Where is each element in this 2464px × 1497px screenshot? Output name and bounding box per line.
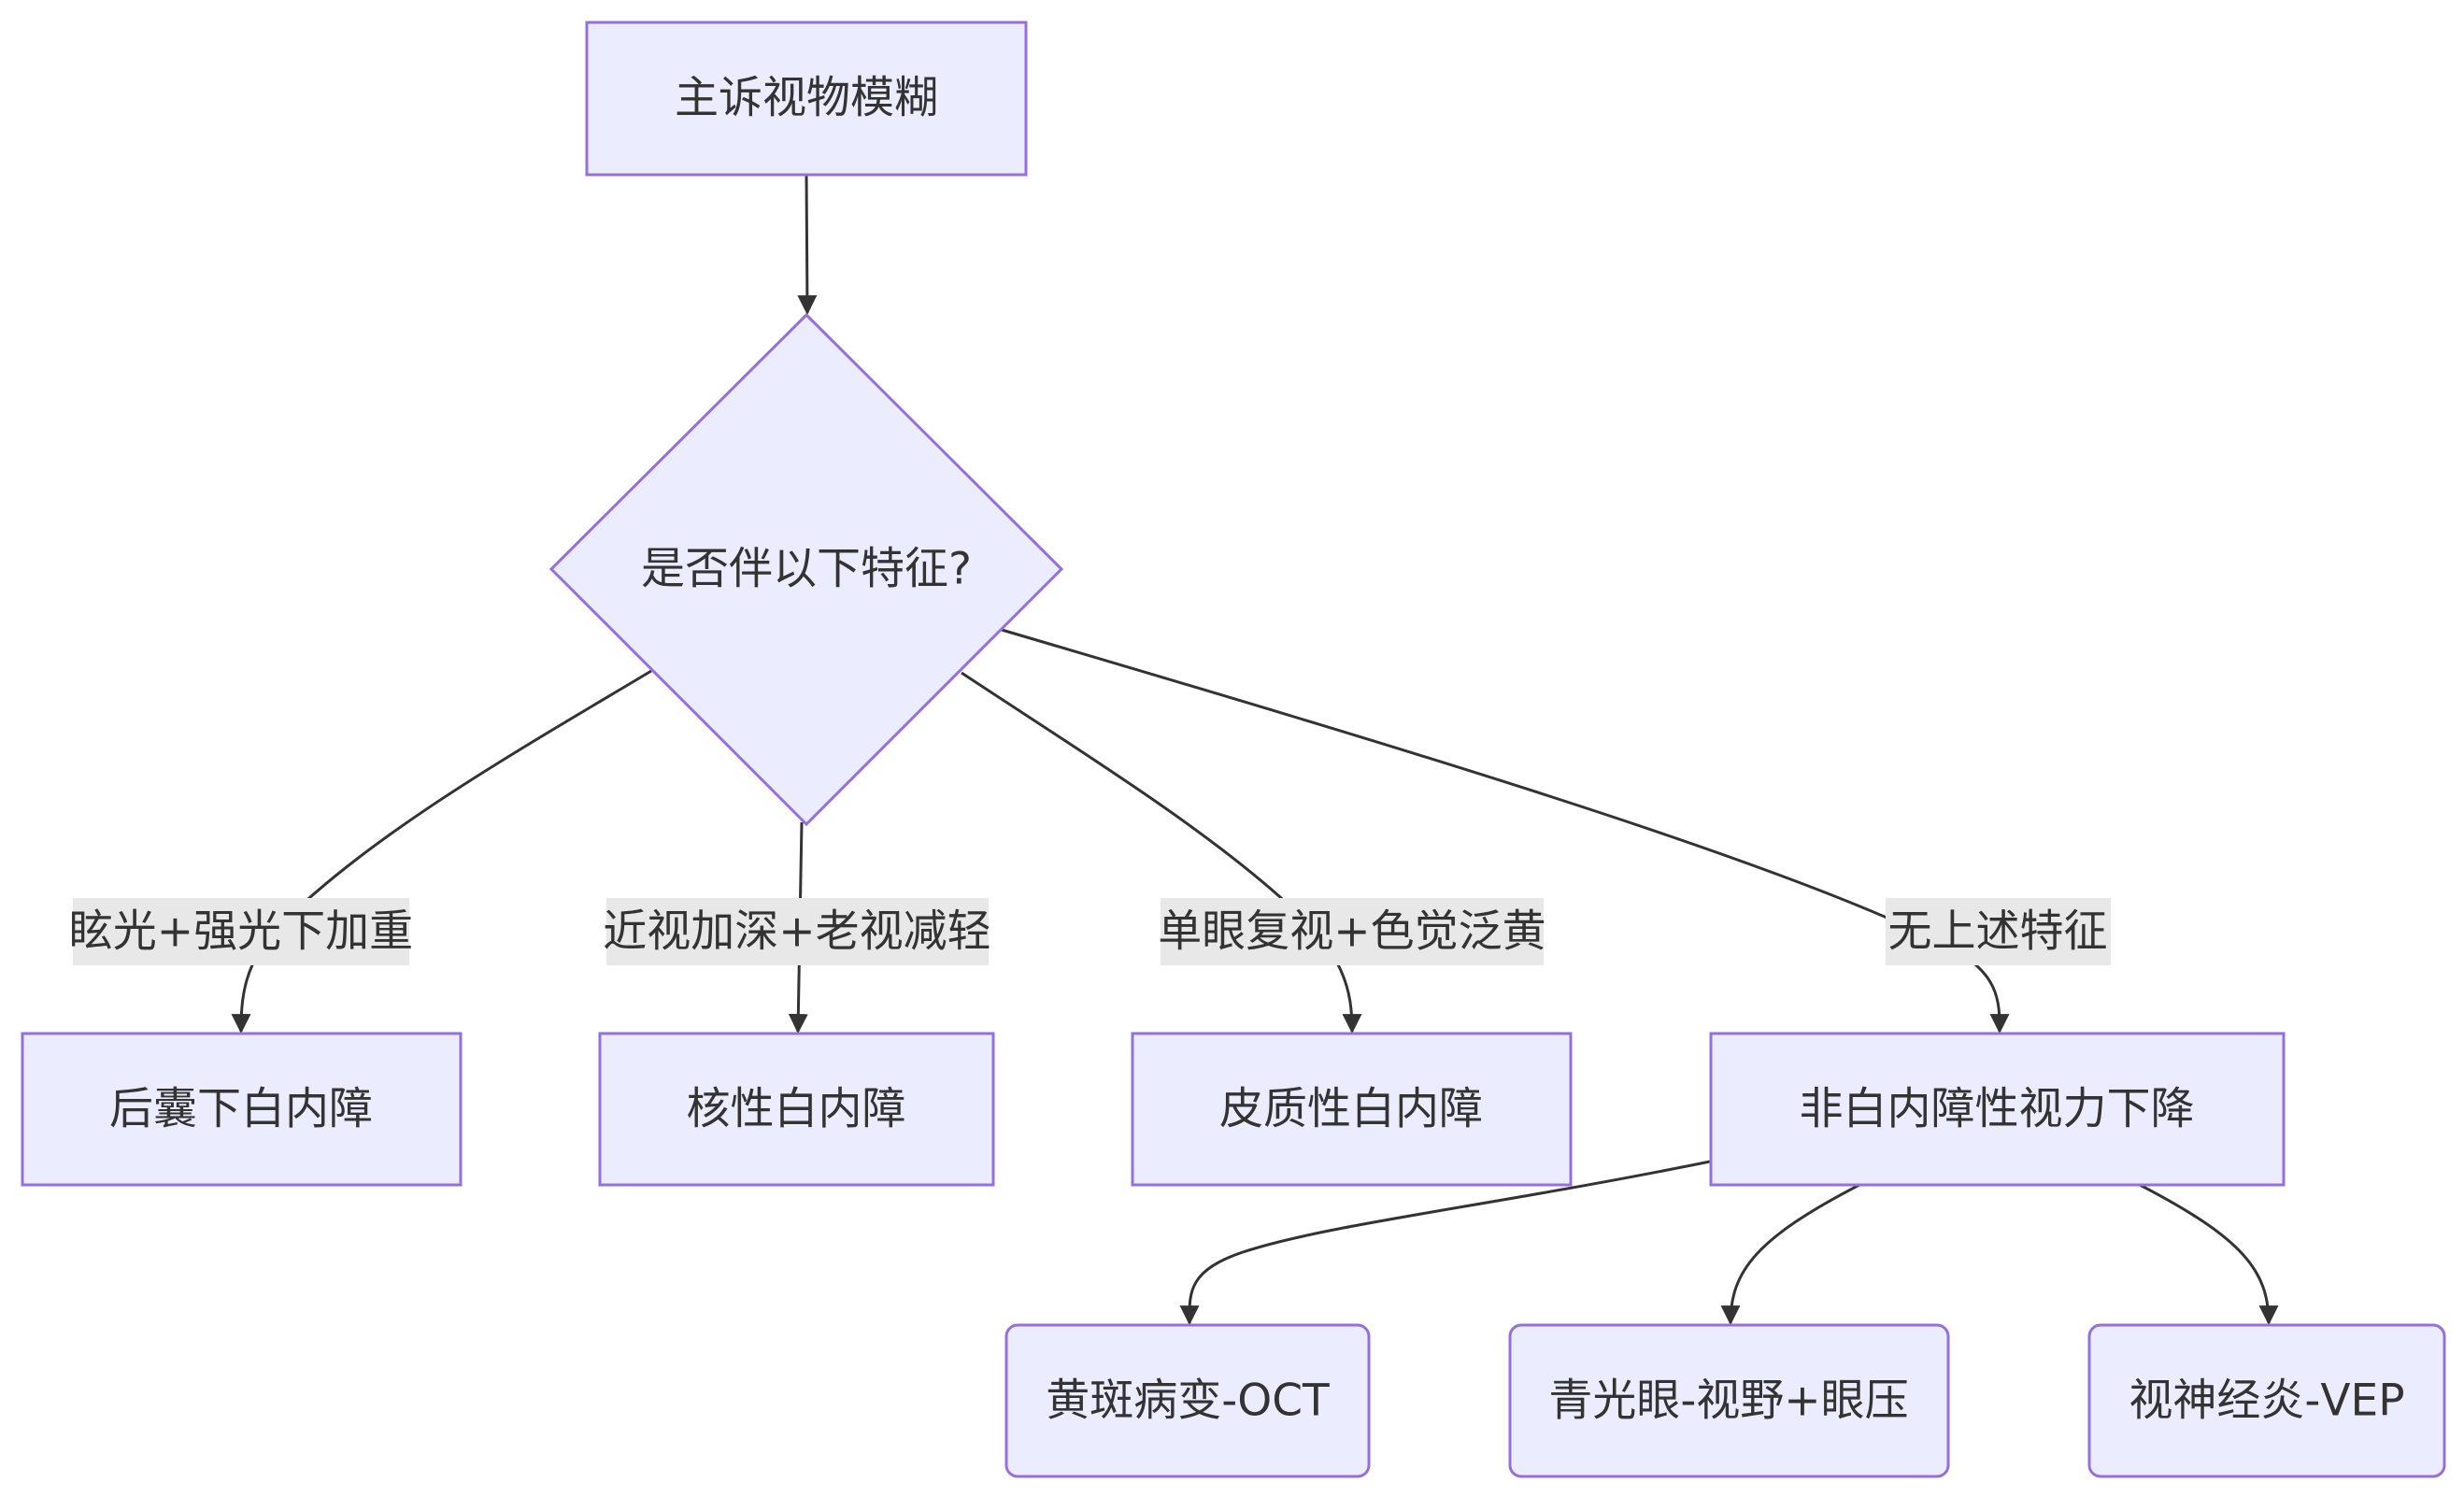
node-nuclear-cataract: 核性白内障 xyxy=(598,1032,995,1187)
edge-noncataract-to-macular xyxy=(1179,1159,1716,1326)
node-non-cataract: 非白内障性视力下降 xyxy=(1709,1032,2286,1187)
edge-label-bg xyxy=(73,898,409,965)
node-glaucoma-label: 青光眼-视野+眼压 xyxy=(1548,1376,1908,1427)
node-macular-label: 黄斑病变-OCT xyxy=(1046,1376,1330,1427)
node-start: 主诉视物模糊 xyxy=(585,21,1028,177)
edge-label-to-noncataract: 无上述特征 xyxy=(1886,898,2111,965)
edge-label-text: 近视加深+老视减轻 xyxy=(603,906,990,958)
node-cortical-cataract: 皮质性白内障 xyxy=(1131,1032,1573,1187)
node-psc-cataract: 后囊下白内障 xyxy=(21,1032,463,1187)
edge-decision-to-psc xyxy=(231,669,652,1034)
edge-label-text: 无上述特征 xyxy=(1888,906,2108,958)
edge-label-to-cortical: 单眼复视+色觉泛黄 xyxy=(1158,898,1546,965)
node-start-label: 主诉视物模糊 xyxy=(675,73,938,124)
node-macular-box xyxy=(1004,1323,1371,1478)
node-decision: 是否伴以下特征? xyxy=(548,312,1064,827)
edge-noncataract-to-optic xyxy=(2139,1183,2279,1326)
edge-decision-to-noncataract xyxy=(1001,628,2010,1034)
node-psc-cataract-label: 后囊下白内障 xyxy=(109,1084,373,1135)
node-optic-neuritis-box xyxy=(2087,1323,2446,1478)
node-decision-label: 是否伴以下特征? xyxy=(641,544,972,595)
edge-start-to-decision xyxy=(797,174,818,316)
edge-label-text: 单眼复视+色觉泛黄 xyxy=(1158,906,1545,958)
edge-noncataract-to-glaucoma xyxy=(1720,1183,1860,1326)
node-cortical-cataract-label: 皮质性白内障 xyxy=(1219,1084,1483,1135)
node-start-box xyxy=(585,21,1028,177)
edge-label-to-psc: 眩光+强光下加重 xyxy=(69,898,413,965)
edge-label-to-nuclear: 近视加深+老视减轻 xyxy=(603,898,991,965)
edge-label-text: 眩光+强光下加重 xyxy=(69,906,413,958)
edges xyxy=(231,174,2279,1326)
edge-label-bg xyxy=(1886,898,2111,965)
node-cortical-cataract-box xyxy=(1131,1032,1573,1187)
node-glaucoma: 青光眼-视野+眼压 xyxy=(1508,1323,1950,1478)
node-nuclear-cataract-box xyxy=(598,1032,995,1187)
node-optic-neuritis: 视神经炎-VEP xyxy=(2087,1323,2446,1478)
edge-decision-to-cortical xyxy=(961,671,1362,1034)
edge-label-bg xyxy=(1161,898,1544,965)
node-optic-neuritis-label: 视神经炎-VEP xyxy=(2129,1376,2404,1427)
edge-label-bg xyxy=(606,898,989,965)
node-decision-diamond xyxy=(548,312,1064,827)
node-non-cataract-box xyxy=(1709,1032,2286,1187)
node-glaucoma-box xyxy=(1508,1323,1950,1478)
node-macular: 黄斑病变-OCT xyxy=(1004,1323,1371,1478)
node-non-cataract-label: 非白内障性视力下降 xyxy=(1800,1084,2195,1135)
node-nuclear-cataract-label: 核性白内障 xyxy=(687,1084,906,1135)
node-psc-cataract-box xyxy=(21,1032,463,1187)
